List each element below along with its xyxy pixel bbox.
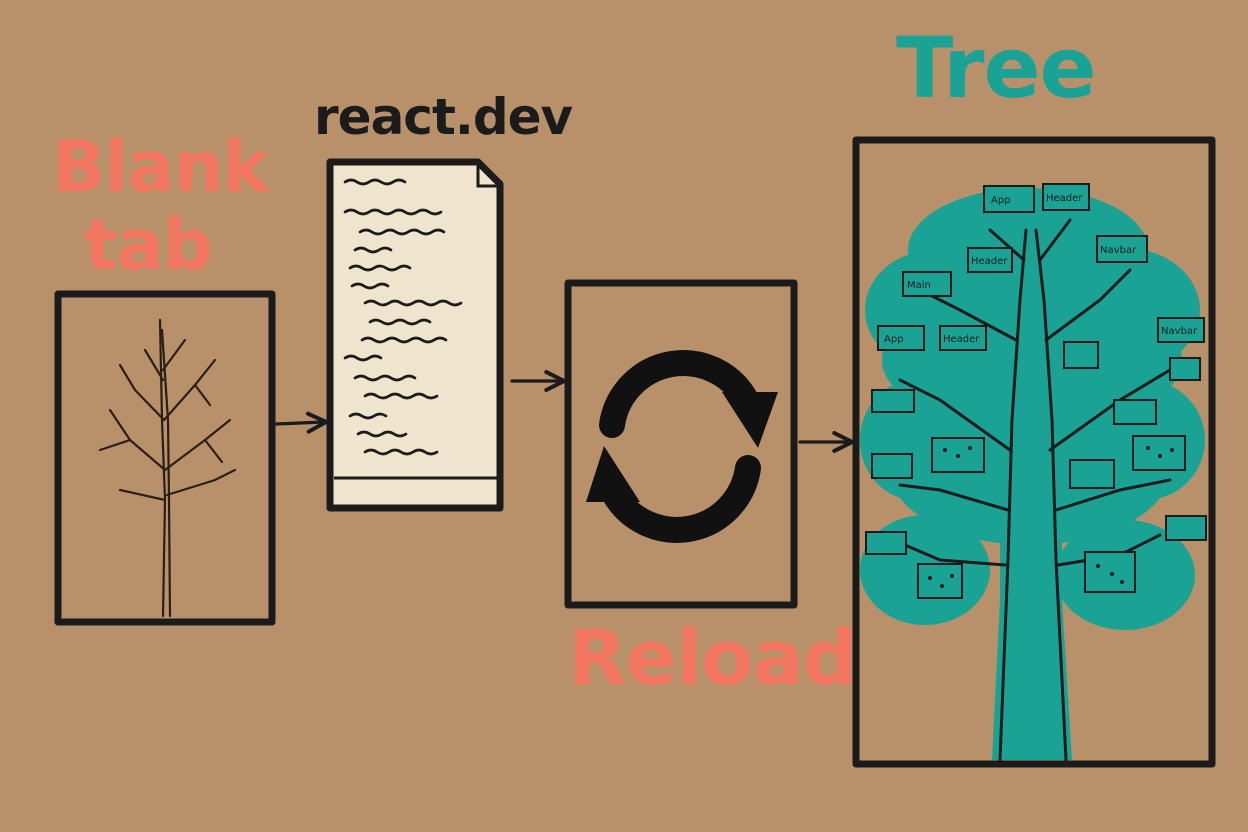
reload-panel [564,279,798,609]
blank-tab-label-line1: Blank [52,126,269,208]
component-tree-icon: App Header Navbar Header Main App Header… [860,183,1207,762]
tree-node-label: App [884,334,904,345]
reload-label: Reload [568,613,857,702]
blank-tab-panel [54,290,276,626]
blank-tab-label-line2: tab [84,204,213,286]
tree-node-label: App [991,195,1011,206]
tree-panel: App Header Navbar Header Main App Header… [852,136,1216,768]
tree-node-label: Main [907,280,931,291]
tree-label: Tree [896,19,1096,117]
arrow-blank-to-react [274,411,329,434]
tree-node-label: Header [943,334,980,345]
document-icon [343,178,463,456]
tree-node-label: Header [971,256,1008,267]
tree-node-label: Header [1046,193,1083,204]
react-dev-label: react.dev [314,88,573,146]
bare-tree-icon [98,318,237,618]
document-panel [326,158,504,512]
tree-node-label: Navbar [1161,326,1198,337]
tree-node-label: Navbar [1100,245,1137,256]
refresh-icon [586,350,778,543]
